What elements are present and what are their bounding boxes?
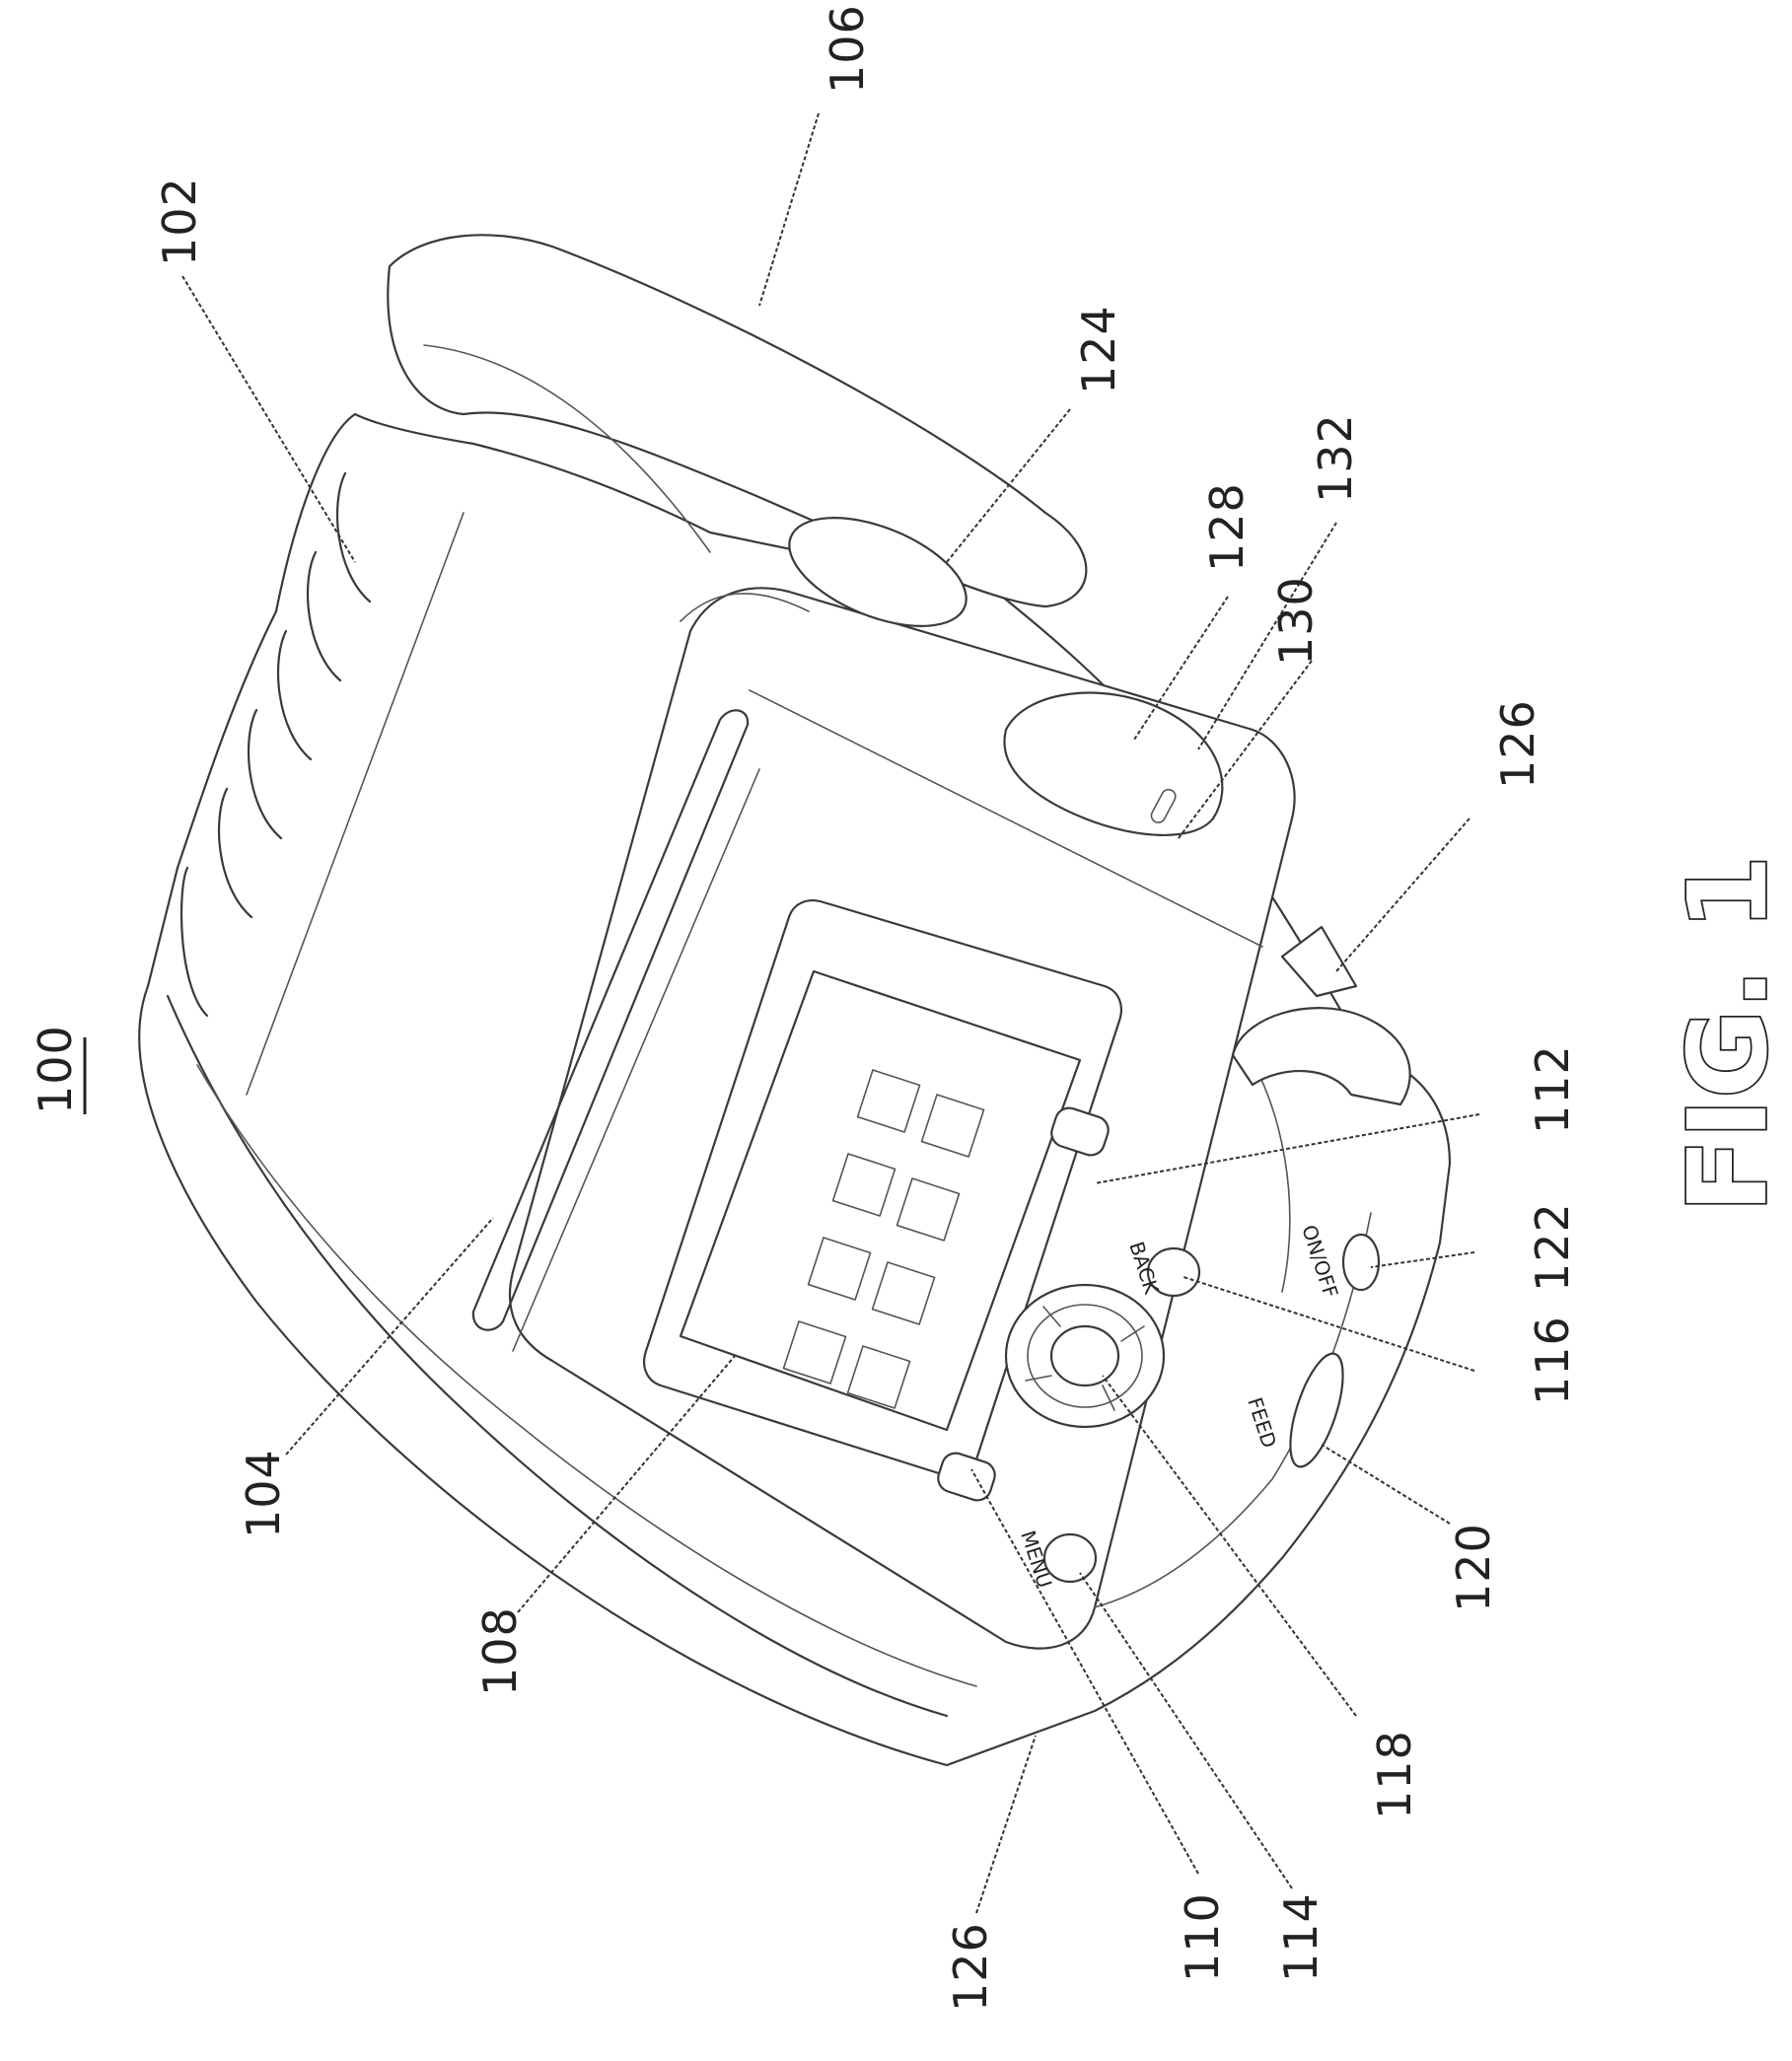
- printer-body: MENU BACK ON/OFF FEED: [139, 235, 1450, 1765]
- leader-126-right: [1336, 818, 1469, 971]
- ref-130: 130: [1269, 576, 1323, 666]
- ref-132: 132: [1309, 413, 1362, 503]
- ref-116: 116: [1526, 1315, 1579, 1405]
- figure-caption: FIG. 1: [1665, 855, 1791, 1213]
- ref-122: 122: [1526, 1202, 1579, 1292]
- leader-126-bottom: [976, 1736, 1036, 1913]
- ref-118: 118: [1368, 1730, 1421, 1819]
- ref-108: 108: [473, 1606, 527, 1696]
- power-button[interactable]: [1343, 1235, 1379, 1290]
- ref-110: 110: [1176, 1892, 1229, 1982]
- ref-120: 120: [1447, 1523, 1500, 1612]
- figure-caption-text: FIG. 1: [1665, 855, 1791, 1213]
- ref-112: 112: [1526, 1044, 1579, 1134]
- ref-126-right: 126: [1491, 699, 1544, 789]
- ref-124: 124: [1072, 305, 1125, 394]
- ref-114: 114: [1274, 1892, 1327, 1982]
- leader-102: [182, 276, 355, 562]
- ref-126-bottom: 126: [944, 1922, 997, 2012]
- ref-104: 104: [237, 1449, 290, 1538]
- leader-106: [759, 113, 819, 306]
- ref-102: 102: [153, 177, 206, 266]
- ref-106: 106: [821, 4, 874, 94]
- figure-number-text: 100: [29, 1025, 82, 1114]
- navigation-pad[interactable]: [1006, 1285, 1164, 1427]
- ref-128: 128: [1200, 482, 1254, 572]
- nav-pad-center-button[interactable]: [1051, 1326, 1118, 1386]
- figure-number: 100: [29, 1025, 85, 1114]
